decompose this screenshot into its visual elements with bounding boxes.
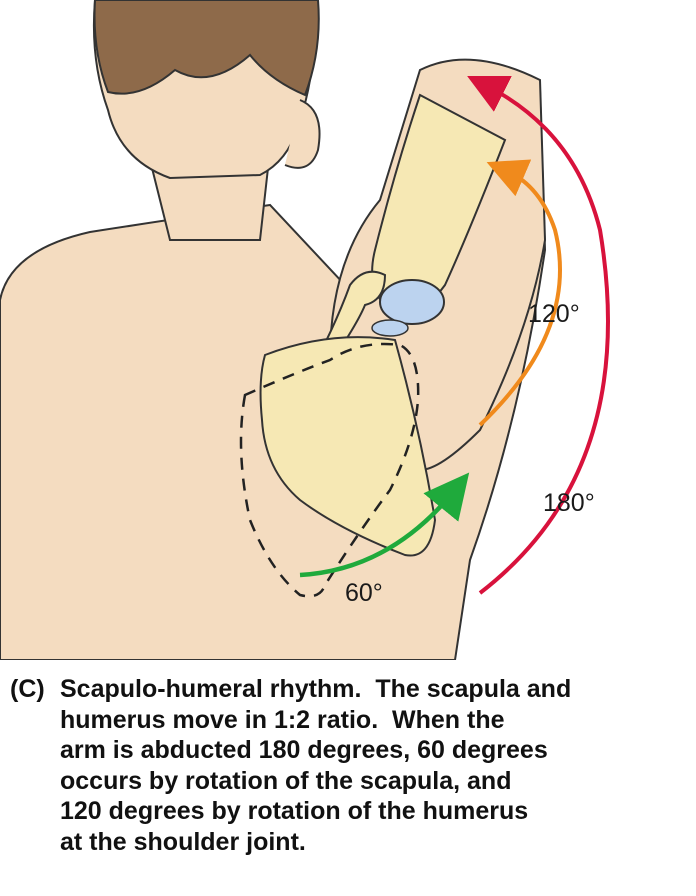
arrow-60 (299, 472, 470, 578)
caption-tag: (C) (10, 675, 45, 703)
angle-label-60: 60° (345, 579, 383, 607)
hair (93, 0, 320, 97)
caption-line: arm is abducted 180 degrees, 60 degrees (60, 736, 548, 764)
figure-caption: (C) Scapulo-humeral rhythm. The scapula … (10, 674, 690, 857)
caption-line: 120 degrees by rotation of the humerus (60, 797, 529, 825)
ear (284, 99, 321, 169)
caption-line: Scapulo-humeral rhythm. The scapula and (60, 675, 572, 703)
arrow-180 (467, 76, 610, 595)
angle-label-180: 180° (543, 489, 595, 517)
glenoid-cartilage (379, 279, 445, 325)
scapula-rotated (259, 336, 437, 557)
caption-line: humerus move in 1:2 ratio. When the (60, 705, 505, 734)
angle-label-120: 120° (528, 300, 580, 328)
arrow-120 (478, 159, 562, 427)
caption-line: occurs by rotation of the scapula, and (60, 766, 512, 795)
caption-line: at the shoulder joint. (60, 827, 306, 856)
scapula-resting-outline (239, 342, 420, 598)
joint-cartilage-small (371, 319, 409, 337)
scapulo-humeral-illustration: 120° 180° 60° (0, 0, 610, 660)
